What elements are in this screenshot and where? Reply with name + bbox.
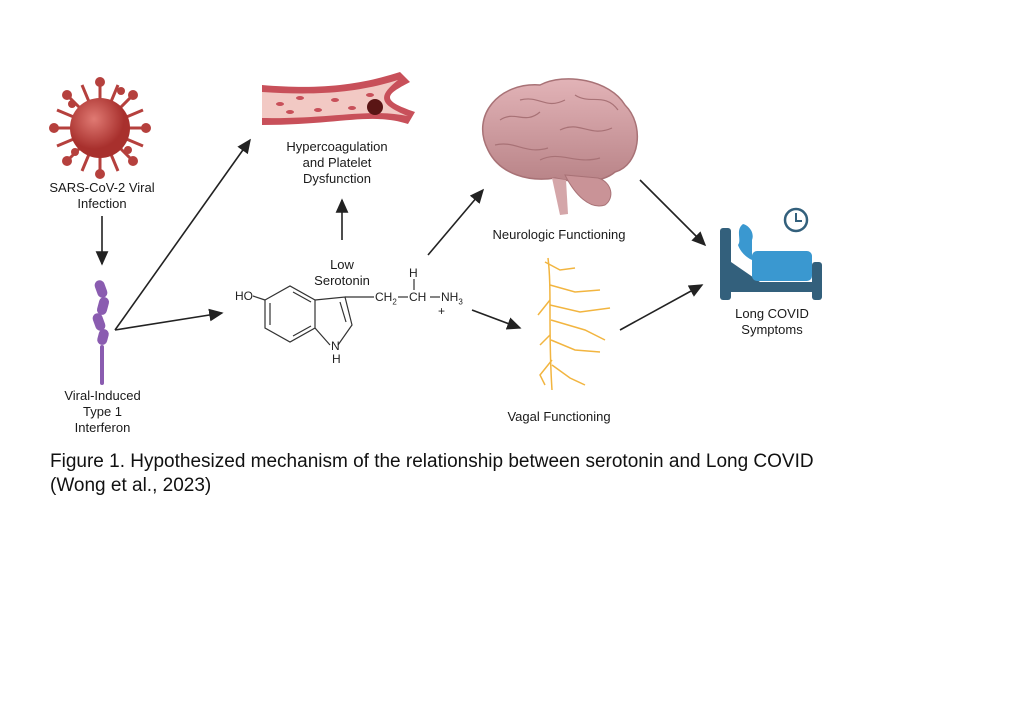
serotonin-label-line: Serotonin xyxy=(314,273,370,288)
brain-icon xyxy=(482,78,639,215)
plus-charge: + xyxy=(438,304,446,318)
longcovid-label-line: Long COVID xyxy=(735,306,809,321)
longcovid-label-line: Symptoms xyxy=(741,322,803,337)
virus-label-line: Infection xyxy=(77,196,127,211)
nh3-subscript: 3 xyxy=(458,297,463,307)
neuro-label: Neurologic Functioning xyxy=(492,227,626,242)
nh3-text: NH xyxy=(441,290,459,304)
figure-caption: Figure 1. Hypothesized mechanism of the … xyxy=(50,451,814,496)
ho-group: HO xyxy=(235,289,253,303)
ch2-group: CH2 xyxy=(375,290,397,306)
arrow-interferon-to-vessel xyxy=(114,138,251,331)
ch2-subscript: 2 xyxy=(392,297,397,307)
interferon-label-line: Interferon xyxy=(74,420,131,435)
vagal-label: Vagal Functioning xyxy=(507,409,611,424)
n-atom: N xyxy=(331,339,340,353)
arrow-serotonin-to-vagal xyxy=(471,309,522,330)
nh3-group: NH3 xyxy=(441,290,463,306)
interferon-label: Viral-Induced Type 1 Interferon xyxy=(45,388,160,436)
coag-label-line: and Platelet xyxy=(302,155,372,170)
longcovid-label: Long COVID Symptoms xyxy=(722,306,822,338)
interferon-label-line: Type 1 xyxy=(82,404,123,419)
virus-label-line: SARS-CoV-2 Viral xyxy=(49,180,155,195)
coag-label-line: Dysfunction xyxy=(303,171,371,186)
serotonin-structure xyxy=(252,279,440,346)
ch-group: CH xyxy=(409,290,427,304)
arrow-vagal-to-longcovid xyxy=(619,284,704,331)
blood-vessel-icon xyxy=(262,72,415,125)
coag-label: Hypercoagulation and Platelet Dysfunctio… xyxy=(270,139,404,187)
interferon-label-line: Viral-Induced xyxy=(64,388,141,403)
vagus-nerve-icon xyxy=(537,257,611,391)
h-top: H xyxy=(409,266,418,280)
arrow-interferon-to-serotonin xyxy=(114,308,224,331)
coag-label-line: Hypercoagulation xyxy=(286,139,388,154)
serotonin-label-line: Low xyxy=(330,257,354,272)
virus-icon xyxy=(49,77,151,179)
serotonin-label: Low Serotonin xyxy=(300,257,384,289)
nh-atom: H xyxy=(332,352,341,366)
virus-label: SARS-CoV-2 Viral Infection xyxy=(40,180,164,212)
arrows xyxy=(95,138,707,331)
bed-patient-icon xyxy=(720,207,822,300)
interferon-icon xyxy=(92,280,110,385)
arrow-serotonin-to-brain xyxy=(427,188,485,256)
arrow-brain-to-longcovid xyxy=(639,179,707,247)
ch2-text: CH xyxy=(375,290,393,304)
